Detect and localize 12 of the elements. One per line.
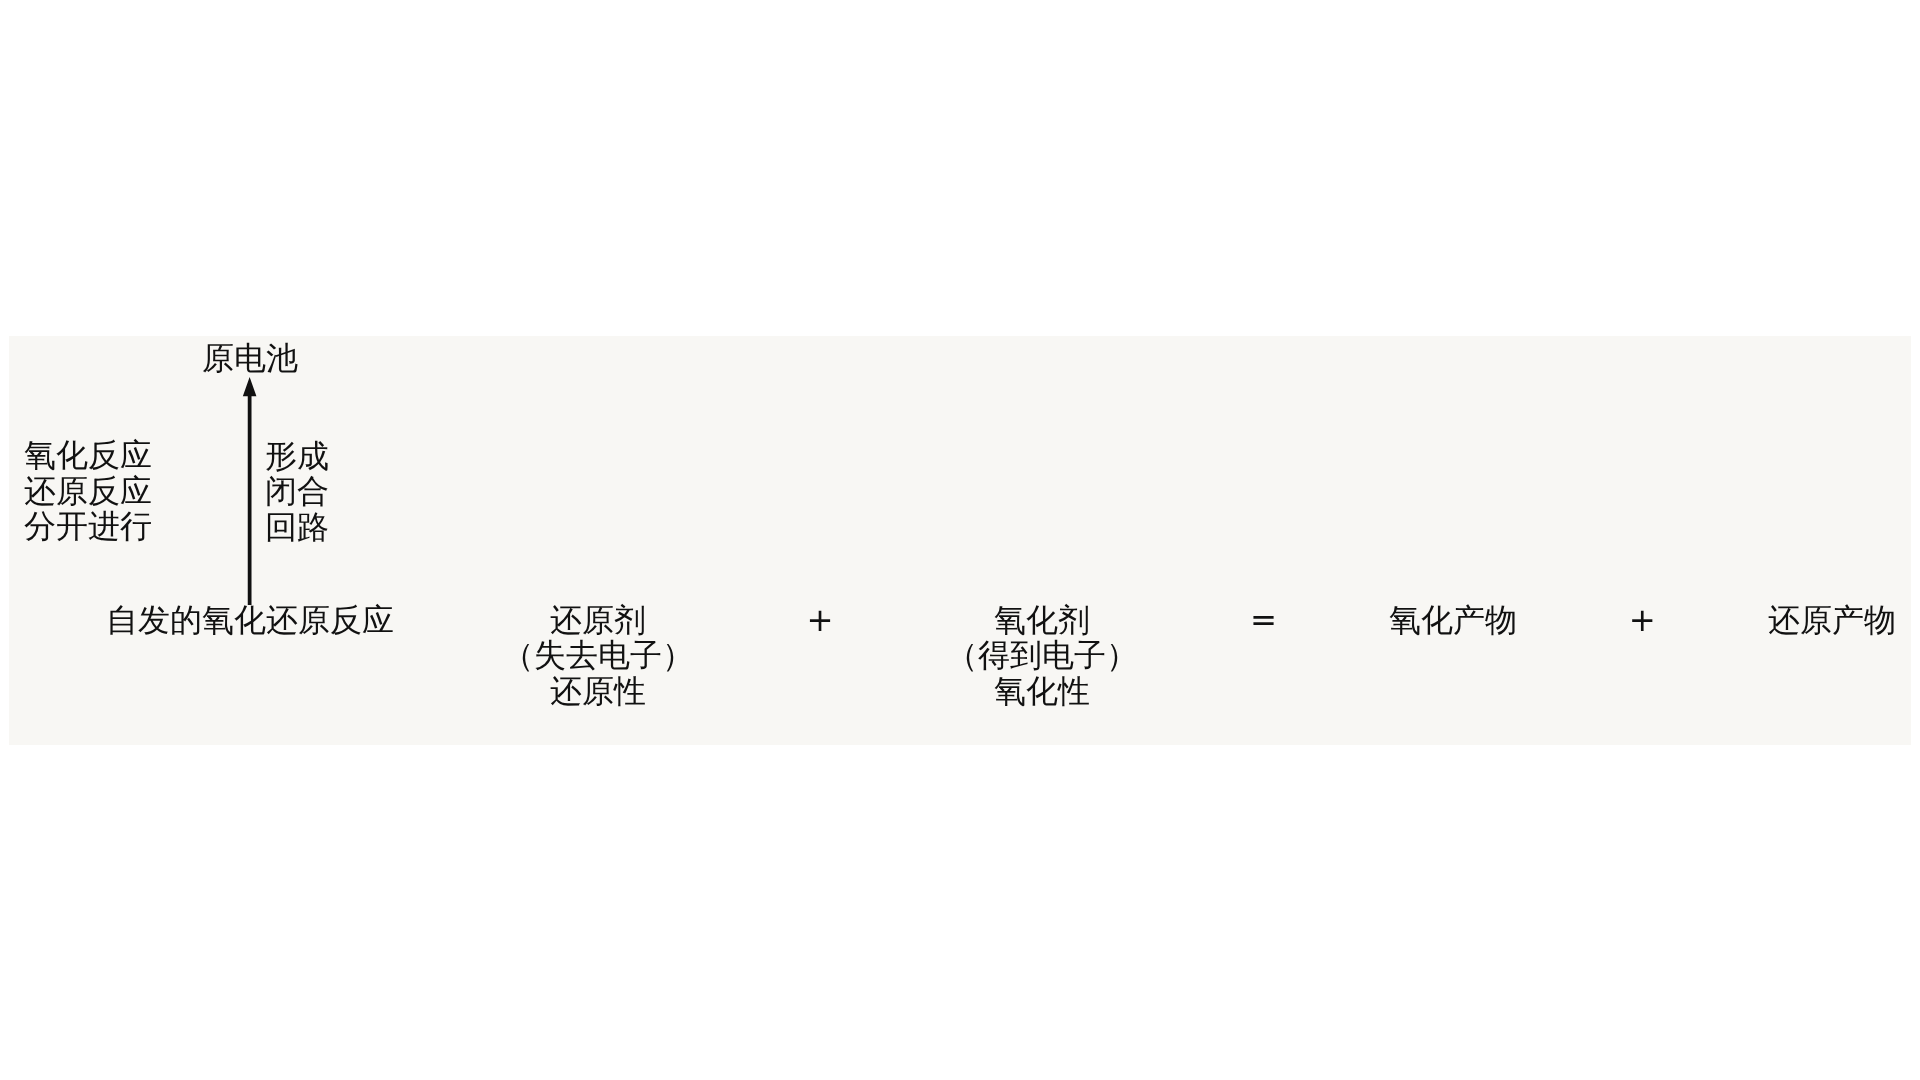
edge-label: 形成闭合回路	[265, 436, 330, 546]
label: 还原剂（失去电子）还原性	[502, 600, 695, 710]
label: =	[1250, 600, 1278, 639]
label: 氧化反应还原反应分开进行	[24, 435, 153, 545]
label: 还原产物	[1767, 600, 1896, 639]
label: 氧化剂（得到电子）氧化性	[945, 600, 1138, 710]
label: +	[806, 600, 834, 639]
arrow	[242, 376, 257, 605]
label: 氧化产物	[1388, 600, 1517, 639]
node-text: 原电池	[201, 338, 298, 377]
node-text: 自发的氧化还原反应	[105, 600, 394, 639]
label: +	[1628, 600, 1656, 639]
